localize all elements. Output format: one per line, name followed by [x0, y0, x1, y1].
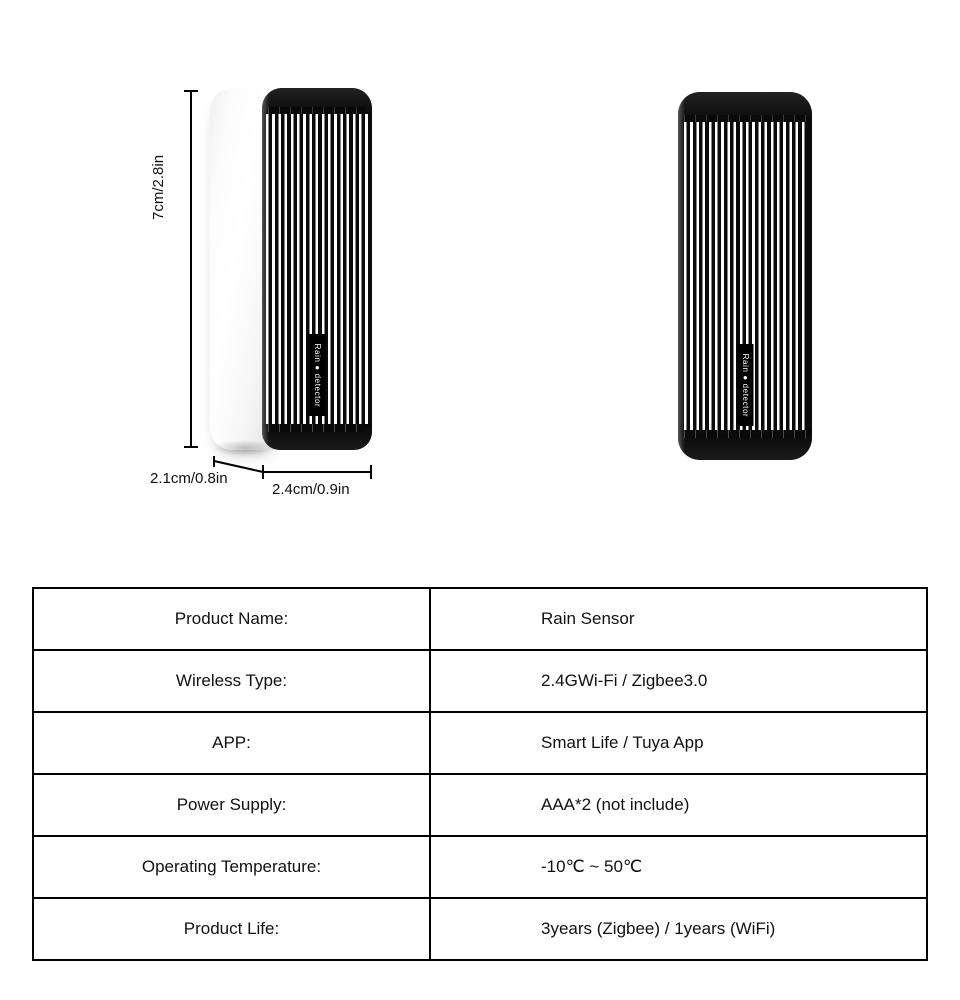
specification-table-body: Product Name: Rain Sensor Wireless Type:…	[32, 587, 928, 961]
spec-value: Smart Life / Tuya App	[429, 711, 928, 775]
spec-value: -10℃ ~ 50℃	[429, 835, 928, 899]
table-row: Operating Temperature: -10℃ ~ 50℃	[32, 835, 928, 899]
table-row: Product Name: Rain Sensor	[32, 587, 928, 651]
brand-label-text: Rain ● detector	[312, 343, 322, 407]
height-dimension-label: 7cm/2.8in	[150, 154, 167, 220]
specification-table: Product Name: Rain Sensor Wireless Type:…	[32, 587, 928, 961]
depth-dimension-label: 2.1cm/0.8in	[150, 470, 228, 487]
brand-label-strip: Rain ● detector	[308, 334, 326, 416]
panel-edge-highlight	[678, 92, 685, 460]
grille-top-stubs	[684, 115, 806, 122]
table-row: Wireless Type: 2.4GWi-Fi / Zigbee3.0	[32, 649, 928, 713]
product-hero-image: 7cm/2.8in 2.1cm/0.8in 2.4cm/0.9in Rain ●…	[150, 88, 812, 498]
width-dimension-label: 2.4cm/0.9in	[272, 481, 350, 498]
table-row: Power Supply: AAA*2 (not include)	[32, 773, 928, 837]
sensor-grille-panel: Rain ● detector	[678, 92, 812, 460]
height-dimension-line	[184, 90, 198, 448]
grille-bottom-cap	[678, 430, 812, 460]
spec-value: AAA*2 (not include)	[429, 773, 928, 837]
spec-label: Product Life:	[32, 897, 431, 961]
width-dimension-line	[262, 465, 372, 479]
table-row: APP: Smart Life / Tuya App	[32, 711, 928, 775]
spec-label: Operating Temperature:	[32, 835, 431, 899]
spec-value: Rain Sensor	[429, 587, 928, 651]
spec-label: Wireless Type:	[32, 649, 431, 713]
table-row: Product Life: 3years (Zigbee) / 1years (…	[32, 897, 928, 961]
grille-top-cap	[262, 88, 372, 114]
grille-top-cap	[678, 92, 812, 122]
spec-label: APP:	[32, 711, 431, 775]
spec-value: 3years (Zigbee) / 1years (WiFi)	[429, 897, 928, 961]
grille-bottom-cap	[262, 424, 372, 450]
spec-label: Power Supply:	[32, 773, 431, 837]
grille-bottom-stubs	[268, 424, 366, 432]
panel-edge-highlight	[262, 88, 269, 450]
brand-label-text: Rain ● detector	[740, 353, 750, 417]
rain-sensor-front-view: Rain ● detector	[678, 92, 812, 460]
grille-top-stubs	[268, 107, 366, 114]
brand-label-strip: Rain ● detector	[736, 344, 754, 426]
spec-value: 2.4GWi-Fi / Zigbee3.0	[429, 649, 928, 713]
spec-label: Product Name:	[32, 587, 431, 651]
sensor-grille-panel: Rain ● detector	[262, 88, 372, 450]
grille-bottom-stubs	[684, 430, 806, 438]
rain-sensor-angled-view: Rain ● detector	[210, 88, 372, 456]
